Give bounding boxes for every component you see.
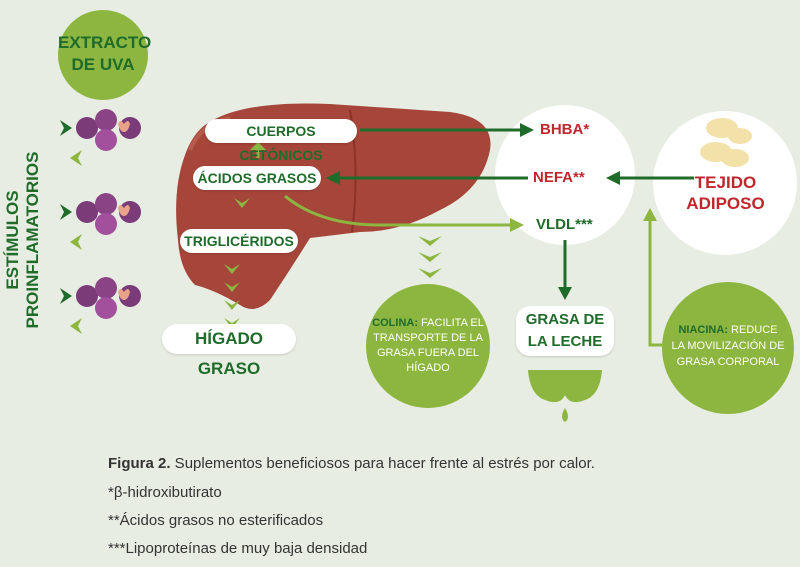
caption-title: Suplementos beneficiosos para hacer fren… (170, 455, 595, 472)
choline-t1: TRANSPORTE DE LA (373, 332, 483, 344)
niacin-text: NIACINA: REDUCE LA MOVILIZACIÓN DE GRASA… (668, 322, 788, 370)
niacin-t0: REDUCE (727, 324, 778, 336)
grapes-2 (76, 193, 141, 235)
choline-t3: HÍGADO (406, 362, 450, 374)
adipose-line2: ADIPOSO (686, 194, 765, 213)
arrow-left-icon (70, 150, 82, 166)
milk-line1: GRASA DE (525, 311, 605, 328)
footnote-2: **Ácidos grasos no esterificados (108, 512, 324, 529)
arrow-left-icon (70, 234, 82, 250)
niacin-name: NIACINA: (678, 324, 728, 336)
choline-t2: GRASA FUERA DEL (376, 347, 480, 359)
figure-caption: Figura 2. Suplementos beneficiosos para … (108, 455, 595, 472)
arrow-left-icon (70, 318, 82, 334)
liver-shape (176, 103, 491, 309)
ketones-pill: CUERPOS CETÓNICOS (205, 119, 357, 163)
side-label: ESTÍMULOS PROINFLAMATORIOS (3, 151, 42, 329)
milk-line2: LA LECHE (527, 333, 603, 350)
caption-fig: Figura 2. (108, 455, 171, 472)
footnote-3: ***Lipoproteínas de muy baja densidad (108, 540, 368, 557)
milk-fat-label: GRASA DE LA LECHE (516, 306, 614, 356)
extract-line1: EXTRACTO (58, 33, 152, 52)
grapes-1 (76, 109, 141, 151)
niacin-t1: LA MOVILIZACIÓN DE (671, 340, 785, 352)
grapes-3 (76, 277, 141, 319)
milk-drip-icon (528, 370, 602, 403)
arrow-right-icon (60, 120, 72, 136)
extract-line2: DE UVA (71, 55, 135, 74)
triglycerides-pill: TRIGLICÉRIDOS (180, 229, 298, 253)
extract-label: EXTRACTO DE UVA (58, 32, 152, 76)
choline-text: COLINA: FACILITA EL TRANSPORTE DE LA GRA… (372, 316, 484, 376)
adipose-label: TEJIDO ADIPOSO (678, 172, 773, 214)
arrow-right-icon (60, 204, 72, 220)
bhba-label: BHBA* (540, 121, 590, 138)
choline-t0: FACILITA EL (418, 317, 484, 329)
footnote-1: *β-hidroxibutirato (108, 484, 222, 501)
nefa-label: NEFA** (533, 169, 585, 186)
fatty-acids-pill: ÁCIDOS GRASOS (193, 166, 321, 190)
choline-name: COLINA: (372, 317, 418, 329)
niacin-t2: GRASA CORPORAL (676, 356, 780, 368)
fatty-liver-pill: HÍGADO GRASO (162, 324, 296, 378)
arrow-right-icon (60, 288, 72, 304)
vldl-label: VLDL*** (536, 216, 593, 233)
adipose-line1: TEJIDO (694, 173, 757, 192)
